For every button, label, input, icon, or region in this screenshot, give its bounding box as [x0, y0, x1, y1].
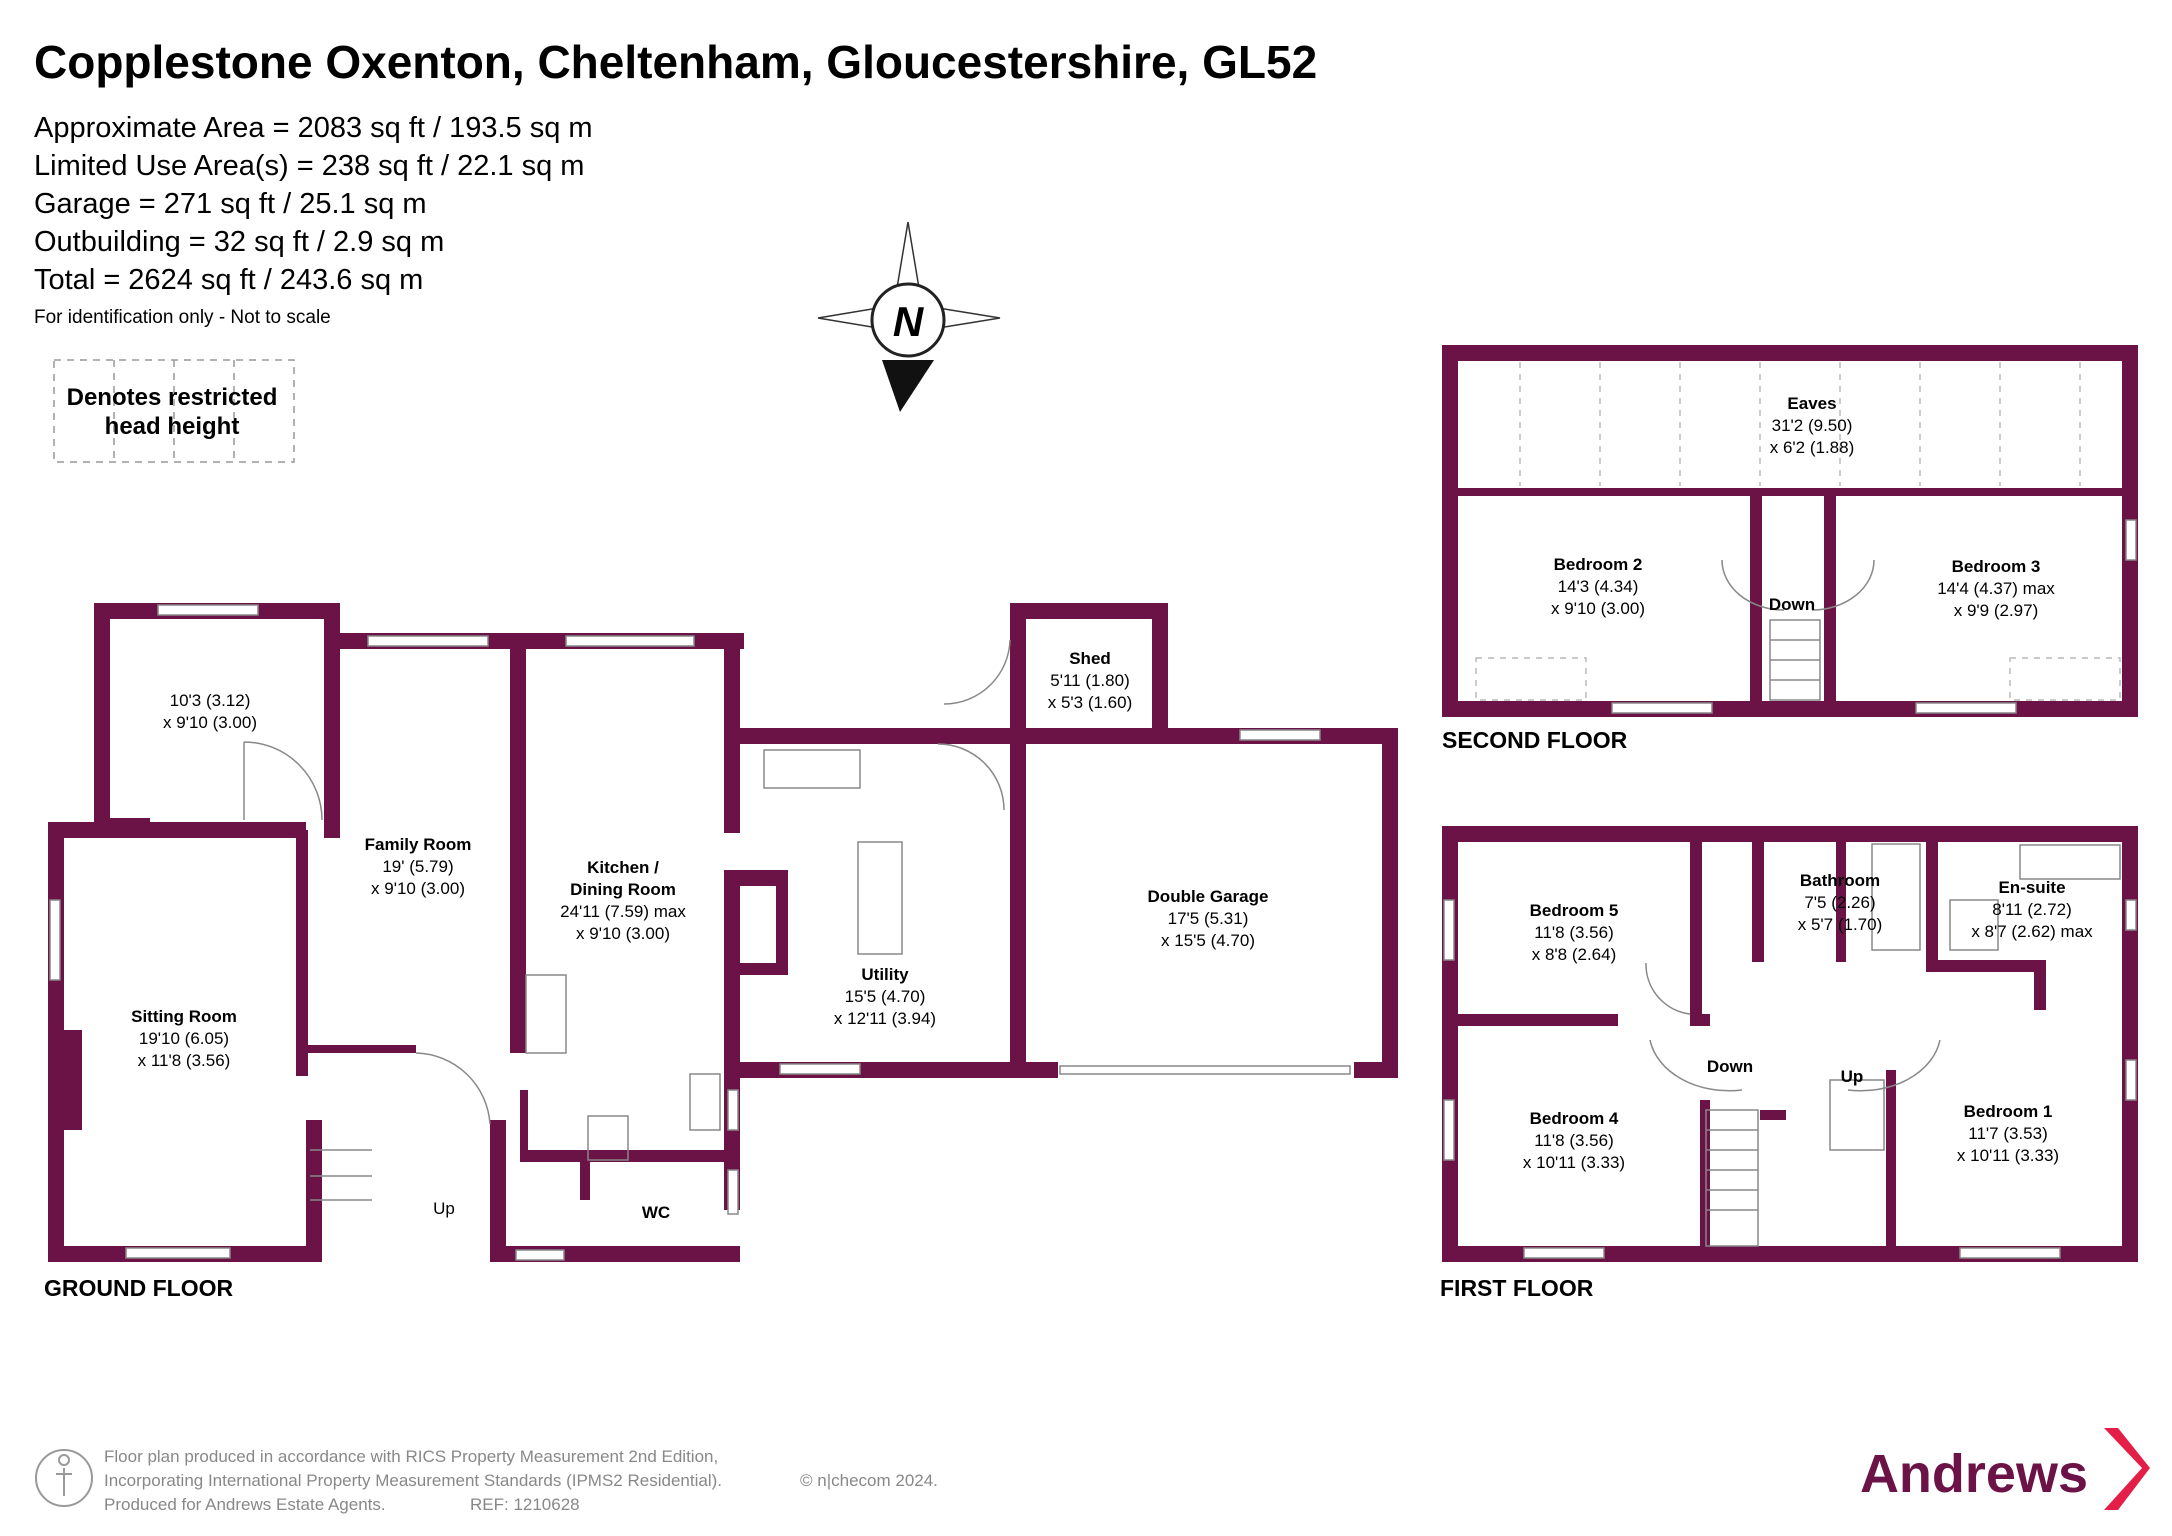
garage-dim-2: x 15'5 (4.70) [1161, 931, 1255, 950]
ensuite-name: En-suite [1998, 878, 2065, 897]
kitchen-name-1: Kitchen / [587, 858, 659, 877]
bedroom-1-dim-1: 11'7 (3.53) [1968, 1124, 2047, 1143]
second-floor-eaves-hatch [1475, 362, 2121, 701]
footer-ref: REF: 1210628 [470, 1495, 580, 1514]
ensuite-dim-1: 8'11 (2.72) [1992, 900, 2071, 919]
family-room-name: Family Room [365, 835, 472, 854]
sitting-room-dim-1: 19'10 (6.05) [139, 1029, 229, 1048]
bedroom-4-dim-1: 11'8 (3.56) [1534, 1131, 1613, 1150]
bedroom-4-dim-2: x 10'11 (3.33) [1523, 1153, 1625, 1172]
bedroom-4-name: Bedroom 4 [1530, 1109, 1619, 1128]
andrews-logo-chevron-icon [2104, 1428, 2150, 1510]
andrews-logo-text: Andrews [1860, 1444, 2088, 1504]
ground-floor-label: GROUND FLOOR [44, 1275, 233, 1301]
first-floor-labels: Bedroom 5 11'8 (3.56) x 8'8 (2.64) Bathr… [1440, 871, 2093, 1301]
family-room-dim-2: x 9'10 (3.00) [371, 879, 465, 898]
limited-use-area: Limited Use Area(s) = 238 sq ft / 22.1 s… [34, 150, 584, 182]
bedroom-3-dim-1: 14'4 (4.37) max [1937, 579, 2055, 598]
footer-line-2: Incorporating International Property Mea… [104, 1471, 722, 1490]
garage-name: Double Garage [1148, 887, 1269, 906]
utility-dim-2: x 12'11 (3.94) [834, 1009, 936, 1028]
property-title: Copplestone Oxenton, Cheltenham, Glouces… [34, 36, 1317, 88]
bathroom-dim-1: 7'5 (2.26) [1804, 893, 1875, 912]
unnamed-room-dim-1: 10'3 (3.12) [170, 691, 251, 710]
sitting-room-name: Sitting Room [131, 1007, 237, 1026]
footer-copyright: © n|checom 2024. [800, 1471, 938, 1490]
footer-line-1: Floor plan produced in accordance with R… [104, 1447, 718, 1466]
second-floor-fixtures [1611, 519, 2137, 714]
bedroom-5-dim-2: x 8'8 (2.64) [1532, 945, 1617, 964]
compass-letter: N [893, 298, 925, 345]
footer-line-3: Produced for Andrews Estate Agents. [104, 1495, 386, 1514]
shed-dim-1: 5'11 (1.80) [1050, 671, 1129, 690]
approximate-area: Approximate Area = 2083 sq ft / 193.5 sq… [34, 112, 593, 144]
family-room-dim-1: 19' (5.79) [382, 857, 453, 876]
first-stairs-up: Up [1841, 1067, 1864, 1086]
bedroom-5-name: Bedroom 5 [1530, 901, 1619, 920]
first-floor-label: FIRST FLOOR [1440, 1275, 1594, 1301]
bedroom-1-dim-2: x 10'11 (3.33) [1957, 1146, 2059, 1165]
unnamed-room-dim-2: x 9'10 (3.00) [163, 713, 257, 732]
first-stairs-down: Down [1707, 1057, 1753, 1076]
eaves-dim-2: x 6'2 (1.88) [1770, 438, 1855, 457]
scale-note: For identification only - Not to scale [34, 307, 331, 328]
bathroom-dim-2: x 5'7 (1.70) [1798, 915, 1883, 934]
outbuilding-area: Outbuilding = 32 sq ft / 2.9 sq m [34, 226, 444, 258]
kitchen-dim-2: x 9'10 (3.00) [576, 924, 670, 943]
kitchen-dim-1: 24'11 (7.59) max [560, 902, 686, 921]
second-stairs-down: Down [1769, 595, 1815, 614]
garage-area: Garage = 271 sq ft / 25.1 sq m [34, 188, 427, 220]
sitting-room-dim-2: x 11'8 (3.56) [138, 1051, 231, 1070]
eaves-name: Eaves [1787, 394, 1836, 413]
bedroom-2-dim-1: 14'3 (4.34) [1558, 577, 1639, 596]
eaves-dim-1: 31'2 (9.50) [1772, 416, 1853, 435]
total-area: Total = 2624 sq ft / 243.6 sq m [34, 264, 423, 296]
legend-line-2: head height [105, 413, 240, 440]
wc-name: WC [642, 1203, 670, 1222]
shed-dim-2: x 5'3 (1.60) [1048, 693, 1133, 712]
ground-stairs-up: Up [433, 1199, 455, 1218]
bedroom-2-dim-2: x 9'10 (3.00) [1551, 599, 1645, 618]
garage-dim-1: 17'5 (5.31) [1168, 909, 1249, 928]
shed-name: Shed [1069, 649, 1111, 668]
second-floor-label: SECOND FLOOR [1442, 727, 1628, 753]
bedroom-2-name: Bedroom 2 [1554, 555, 1643, 574]
legend-line-1: Denotes restricted [67, 384, 278, 411]
bedroom-3-dim-2: x 9'9 (2.97) [1954, 601, 2039, 620]
bedroom-1-name: Bedroom 1 [1964, 1102, 2053, 1121]
restricted-height-legend: Denotes restricted head height [53, 359, 295, 463]
ensuite-dim-2: x 8'7 (2.62) max [1971, 922, 2093, 941]
first-floor-fixtures [1443, 843, 2137, 1259]
bedroom-5-dim-1: 11'8 (3.56) [1534, 923, 1613, 942]
bathroom-name: Bathroom [1800, 871, 1880, 890]
footer: Floor plan produced in accordance with R… [35, 1428, 2150, 1514]
compass-north-icon: N [817, 221, 1001, 412]
bedroom-3-name: Bedroom 3 [1952, 557, 2041, 576]
utility-dim-1: 15'5 (4.70) [845, 987, 926, 1006]
second-floor-labels: Eaves 31'2 (9.50) x 6'2 (1.88) Bedroom 2… [1442, 394, 2055, 753]
ground-floor-windows [49, 604, 1351, 1261]
measurement-person-icon [35, 1449, 93, 1507]
utility-name: Utility [861, 965, 909, 984]
kitchen-name-2: Dining Room [570, 880, 676, 899]
ground-floor-fixtures [243, 639, 1011, 1201]
ground-floor-labels: 10'3 (3.12) x 9'10 (3.00) Sitting Room 1… [44, 649, 1268, 1301]
